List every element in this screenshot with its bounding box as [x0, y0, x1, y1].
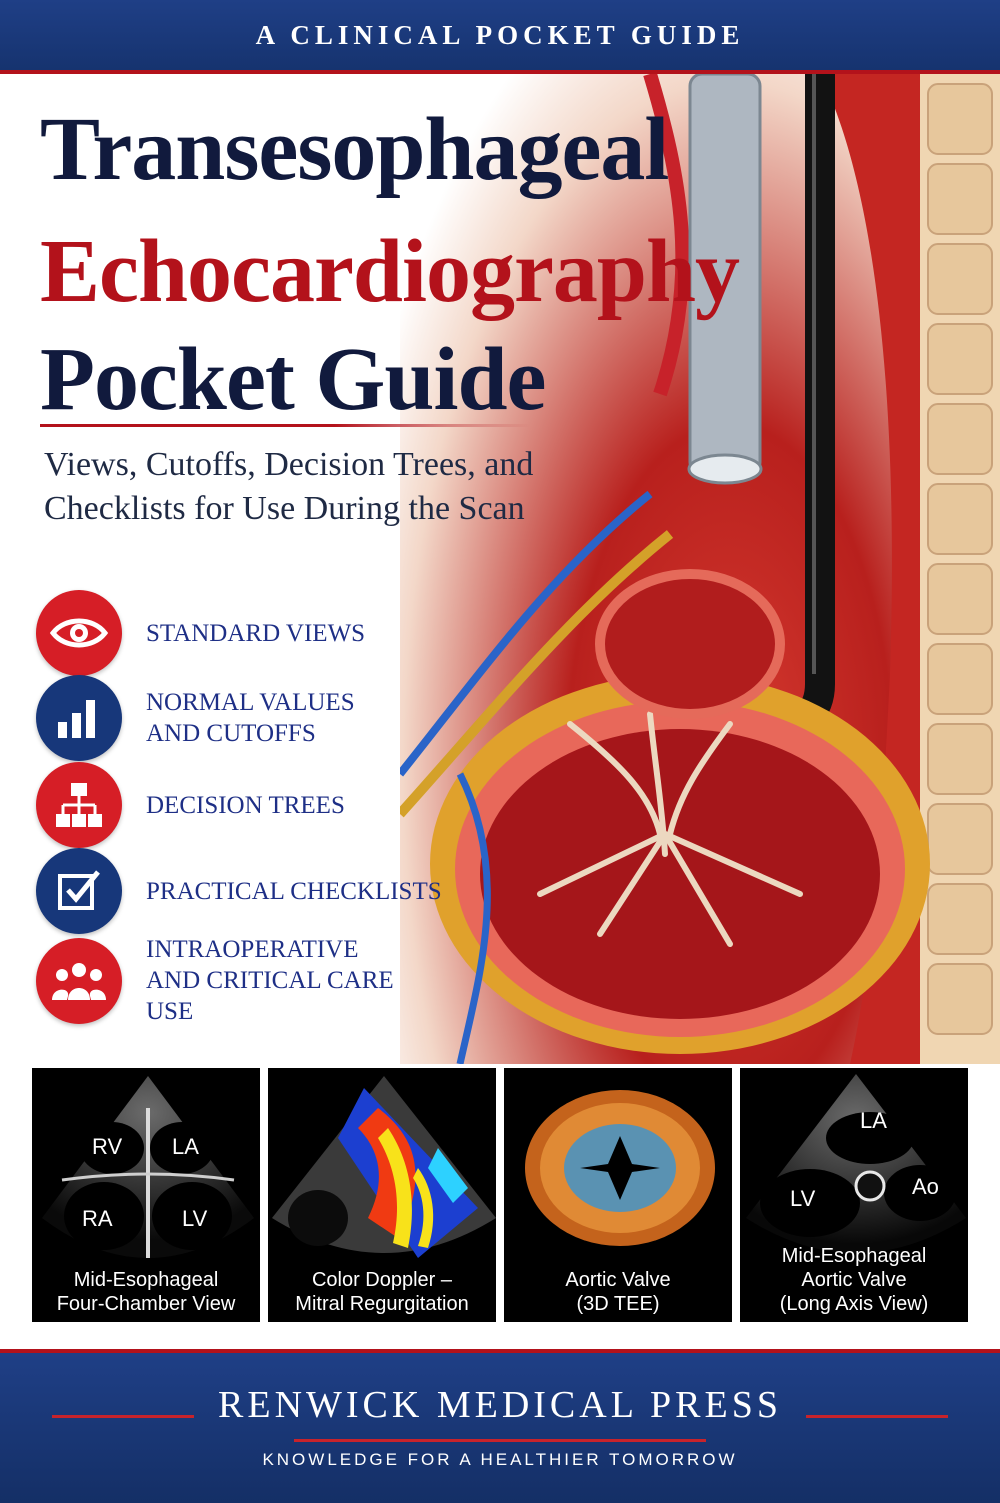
title-line-2: Echocardiography	[40, 222, 740, 321]
heart-illustration	[400, 74, 1000, 1064]
title-rule	[40, 424, 530, 427]
panel-aortic-long-axis: LA LV Ao Mid-Esophageal Aortic Valve (Lo…	[738, 1066, 970, 1324]
panel-caption: Color Doppler – Mitral Regurgitation	[295, 1269, 469, 1315]
feature-label: PRACTICAL CHECKLISTS	[146, 877, 442, 905]
feature-intraoperative-use: INTRAOPERATIVE AND CRITICAL CARE USE	[36, 934, 446, 1027]
panel-aortic-valve-3d: Aortic Valve (3D TEE)	[502, 1066, 734, 1324]
publisher-tagline: KNOWLEDGE FOR A HEALTHIER TOMORROW	[262, 1450, 738, 1469]
feature-label: NORMAL VALUES AND CUTOFFS	[146, 689, 355, 747]
series-banner: A CLINICAL POCKET GUIDE	[0, 0, 1000, 74]
chamber-label: RV	[92, 1134, 123, 1159]
panel-color-doppler: Color Doppler – Mitral Regurgitation	[266, 1066, 498, 1324]
publisher-name: RENWICK MEDICAL PRESS	[218, 1384, 782, 1426]
footer-underline	[294, 1439, 706, 1442]
feature-label: STANDARD VIEWS	[146, 619, 366, 647]
panel-caption: Aortic Valve (3D TEE)	[565, 1269, 671, 1315]
title-line-3: Pocket Guide	[40, 330, 546, 429]
flowchart-icon	[36, 762, 122, 848]
footer-rule-right	[806, 1415, 948, 1418]
title-line-1: Transesophageal	[40, 100, 669, 199]
image-strip: RV LA RA LV Mid-Esophageal Four-Chamber …	[30, 1066, 970, 1324]
feature-standard-views: STANDARD VIEWS	[36, 590, 446, 676]
chamber-label: LV	[182, 1206, 208, 1231]
chamber-label: LV	[790, 1186, 816, 1211]
feature-label: INTRAOPERATIVE AND CRITICAL CARE USE	[146, 936, 394, 1025]
group-icon	[36, 937, 122, 1024]
chamber-label: LA	[172, 1134, 199, 1159]
chamber-label: RA	[82, 1206, 113, 1231]
checkbox-icon	[36, 848, 122, 934]
subtitle: Views, Cutoffs, Decision Trees, and Chec…	[44, 446, 534, 527]
panel-caption: Mid-Esophageal Four-Chamber View	[56, 1269, 236, 1315]
chamber-label: LA	[860, 1108, 887, 1133]
panel-caption: Mid-Esophageal Aortic Valve (Long Axis V…	[779, 1245, 929, 1315]
feature-label: DECISION TREES	[146, 791, 345, 819]
feature-normal-values: NORMAL VALUES AND CUTOFFS	[36, 675, 446, 761]
panel-four-chamber: RV LA RA LV Mid-Esophageal Four-Chamber …	[30, 1066, 262, 1324]
publisher-footer: RENWICK MEDICAL PRESS KNOWLEDGE FOR A HE…	[0, 1349, 1000, 1503]
bar-chart-icon	[36, 675, 122, 761]
feature-practical-checklists: PRACTICAL CHECKLISTS	[36, 848, 446, 934]
footer-rule-left	[52, 1415, 194, 1418]
eye-icon	[36, 590, 122, 676]
chamber-label: Ao	[912, 1174, 939, 1199]
feature-decision-trees: DECISION TREES	[36, 762, 446, 848]
